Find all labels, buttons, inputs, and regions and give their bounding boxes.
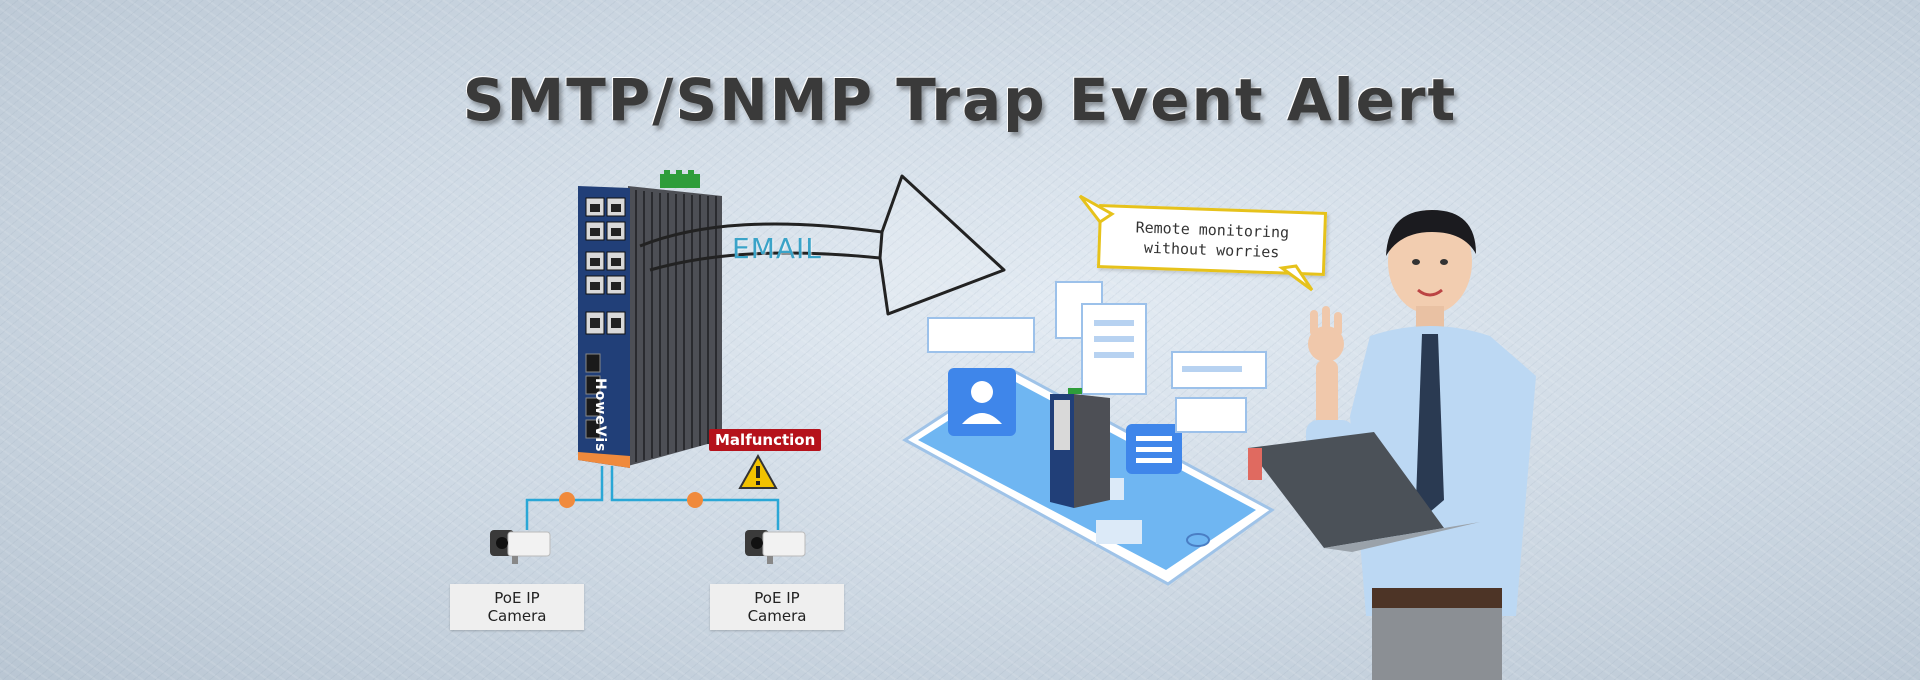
laptop-icon — [1248, 432, 1480, 552]
switch-heatsink — [628, 186, 722, 466]
warning-icon — [738, 453, 778, 489]
profile-card-icon — [948, 368, 1016, 436]
camera-label: PoE IP Camera — [450, 584, 584, 630]
switch-front-panel — [578, 186, 630, 468]
ip-camera-icon — [745, 530, 806, 564]
floating-panel-icon — [927, 281, 1267, 544]
banner-title: SMTP/SNMP Trap Event Alert — [462, 66, 1458, 134]
poe-tags — [559, 492, 703, 508]
chat-icon — [1126, 424, 1182, 474]
camera-label: PoE IP Camera — [710, 584, 844, 630]
email-arrow-icon — [639, 174, 1006, 316]
malfunction-badge: Malfunction — [709, 429, 822, 451]
power-terminal — [660, 170, 700, 188]
switch-mini-icon — [1050, 388, 1110, 508]
ip-camera-icon — [490, 530, 551, 564]
email-label: EMAIL — [732, 232, 822, 265]
